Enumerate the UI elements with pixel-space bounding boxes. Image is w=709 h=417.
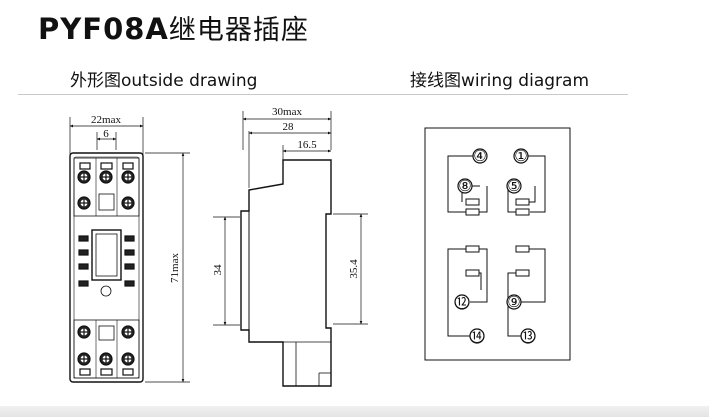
screw-icon — [121, 196, 135, 210]
screw-icon — [121, 170, 135, 184]
terminal-14-ring — [469, 328, 485, 344]
terminal-labels: ④ ① ⑧ ⑤ ⑫ ⑨ ⑭ ⑬ — [454, 147, 536, 345]
screw-icon — [77, 170, 91, 184]
terminal-14: ⑭ — [469, 327, 484, 345]
screw-icon — [77, 196, 91, 210]
terminal-4: ④ — [473, 147, 486, 165]
title-latin: PYF08A — [38, 12, 169, 46]
label-front-height: 71max — [169, 253, 181, 283]
screw-icon — [99, 170, 113, 184]
terminal-8: ⑧ — [458, 177, 471, 195]
label-side-mid: 28 — [283, 121, 295, 133]
front-view — [69, 117, 190, 383]
screw-icon — [121, 325, 135, 339]
terminal-4-ring — [472, 148, 488, 164]
dim-front-width — [69, 117, 144, 155]
label-side-width: 30max — [272, 106, 302, 118]
label-side-left: 34 — [212, 264, 224, 276]
label-front-width: 22max — [91, 114, 121, 126]
dim-side-width — [242, 111, 332, 150]
screw-icon — [121, 352, 135, 366]
terminal-1-ring — [513, 148, 529, 164]
label-front-pitch: 6 — [103, 128, 109, 140]
dim-side-inner — [282, 145, 332, 160]
title-chinese: 继电器插座 — [168, 15, 309, 46]
terminal-12: ⑫ — [454, 293, 469, 311]
label-side-right: 35.4 — [348, 259, 360, 279]
terminal-5: ⑤ — [507, 177, 520, 195]
dim-front-pitch — [96, 132, 117, 150]
label-side-inner: 16.5 — [297, 139, 317, 151]
dim-front-height — [145, 152, 190, 383]
outside-drawing-heading: 外形图outside drawing — [70, 71, 258, 91]
screw-icon — [77, 352, 91, 366]
terminal-9: ⑨ — [507, 293, 520, 311]
page-title: PYF08A继电器插座 — [38, 8, 309, 47]
terminal-1: ① — [514, 147, 527, 165]
dim-side-right — [333, 213, 368, 325]
dim-side-left — [213, 216, 240, 326]
wiring-frame — [424, 127, 571, 361]
terminal-5-ring — [506, 178, 522, 194]
dim-side-mid — [248, 131, 332, 188]
bottom-strip — [0, 406, 709, 417]
terminal-9-ring — [506, 294, 522, 310]
terminal-8-ring — [457, 178, 473, 194]
terminal-13: ⑬ — [520, 327, 535, 345]
wiring-diagram-heading: 接线图wiring diagram — [410, 71, 589, 91]
screw-icon — [77, 325, 91, 339]
section-divider — [18, 94, 628, 95]
screw-icon — [99, 352, 113, 366]
terminal-12-ring — [454, 294, 470, 310]
terminal-13-ring — [520, 328, 536, 344]
wiring-diagram — [424, 127, 571, 361]
side-view — [213, 111, 368, 387]
